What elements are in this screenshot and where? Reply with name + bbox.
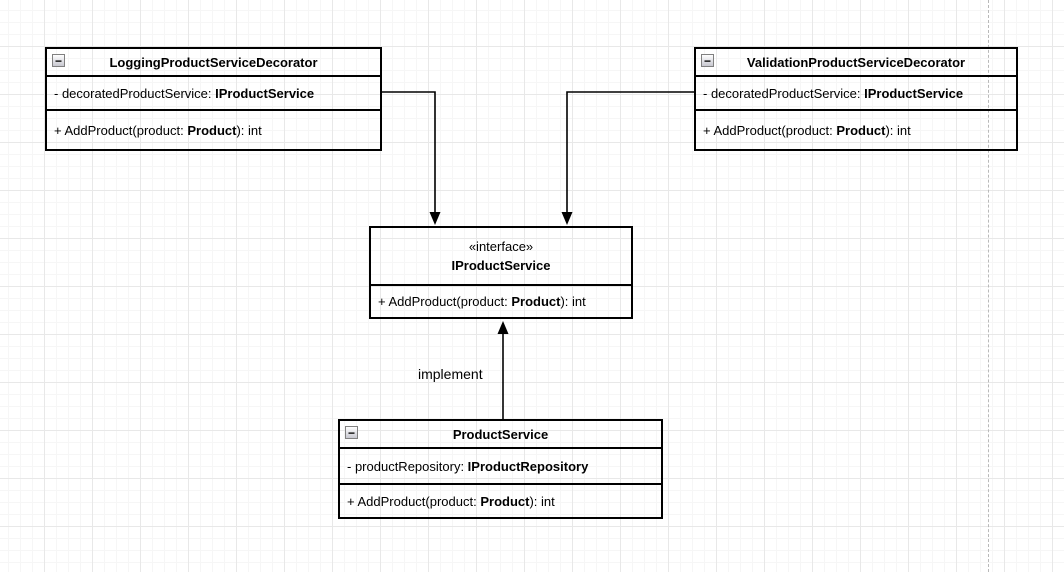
arrowhead-icon: [497, 321, 509, 334]
attributes-row: - decoratedProductService: IProductServi…: [696, 75, 1016, 109]
arrowhead-icon: [561, 212, 573, 225]
method-text: + AddProduct(product:: [347, 493, 481, 509]
method-text: + AddProduct(product:: [54, 122, 188, 138]
method-return-text: ): int: [560, 294, 586, 309]
methods-row: + AddProduct(product: Product): int: [340, 483, 661, 517]
method-param-type: Product: [480, 493, 530, 509]
class-name: LoggingProductServiceDecorator: [109, 54, 318, 70]
attribute-text: - productRepository:: [347, 458, 468, 474]
collapse-icon[interactable]: −: [701, 54, 714, 67]
edge-label-implement[interactable]: implement: [418, 366, 483, 382]
page-break-line: [988, 0, 989, 572]
attribute-type: IProductRepository: [467, 458, 589, 474]
class-box-validation-product-service-decorator[interactable]: − ValidationProductServiceDecorator - de…: [694, 47, 1018, 151]
method-param-type: Product: [511, 294, 561, 309]
class-box-iproductservice-interface[interactable]: «interface» IProductService + AddProduct…: [369, 226, 633, 319]
attribute-type: IProductService: [215, 85, 315, 101]
methods-row: + AddProduct(product: Product): int: [696, 109, 1016, 149]
class-name: IProductService: [451, 258, 551, 273]
method-text: + AddProduct(product:: [703, 122, 837, 138]
attribute-type: IProductService: [864, 85, 964, 101]
class-box-logging-product-service-decorator[interactable]: − LoggingProductServiceDecorator - decor…: [45, 47, 382, 151]
class-title-row: − ValidationProductServiceDecorator: [696, 49, 1016, 75]
method-text: + AddProduct(product:: [378, 294, 512, 309]
attributes-row: - productRepository: IProductRepository: [340, 447, 661, 483]
collapse-icon[interactable]: −: [52, 54, 65, 67]
class-title-row: − ProductService: [340, 421, 661, 447]
stereotype-label: «interface»: [468, 239, 534, 254]
methods-row: + AddProduct(product: Product): int: [371, 284, 631, 317]
class-name: ProductService: [452, 426, 549, 442]
arrow-validation-to-interface[interactable]: [561, 91, 695, 225]
method-return-text: ): int: [529, 493, 555, 509]
method-param-type: Product: [187, 122, 237, 138]
attribute-text: - decoratedProductService:: [54, 85, 216, 101]
attributes-row: - decoratedProductService: IProductServi…: [47, 75, 380, 109]
arrow-productservice-implements-interface[interactable]: [497, 321, 509, 419]
method-param-type: Product: [836, 122, 886, 138]
class-title-row: − LoggingProductServiceDecorator: [47, 49, 380, 75]
class-title-row: «interface» IProductService: [371, 228, 631, 284]
attribute-text: - decoratedProductService:: [703, 85, 865, 101]
arrowhead-icon: [429, 212, 441, 225]
methods-row: + AddProduct(product: Product): int: [47, 109, 380, 149]
class-name: ValidationProductServiceDecorator: [746, 54, 966, 70]
method-return-text: ): int: [236, 122, 262, 138]
class-box-product-service[interactable]: − ProductService - productRepository: IP…: [338, 419, 663, 519]
method-return-text: ): int: [885, 122, 911, 138]
collapse-icon[interactable]: −: [345, 426, 358, 439]
arrow-logging-to-interface[interactable]: [382, 91, 441, 225]
